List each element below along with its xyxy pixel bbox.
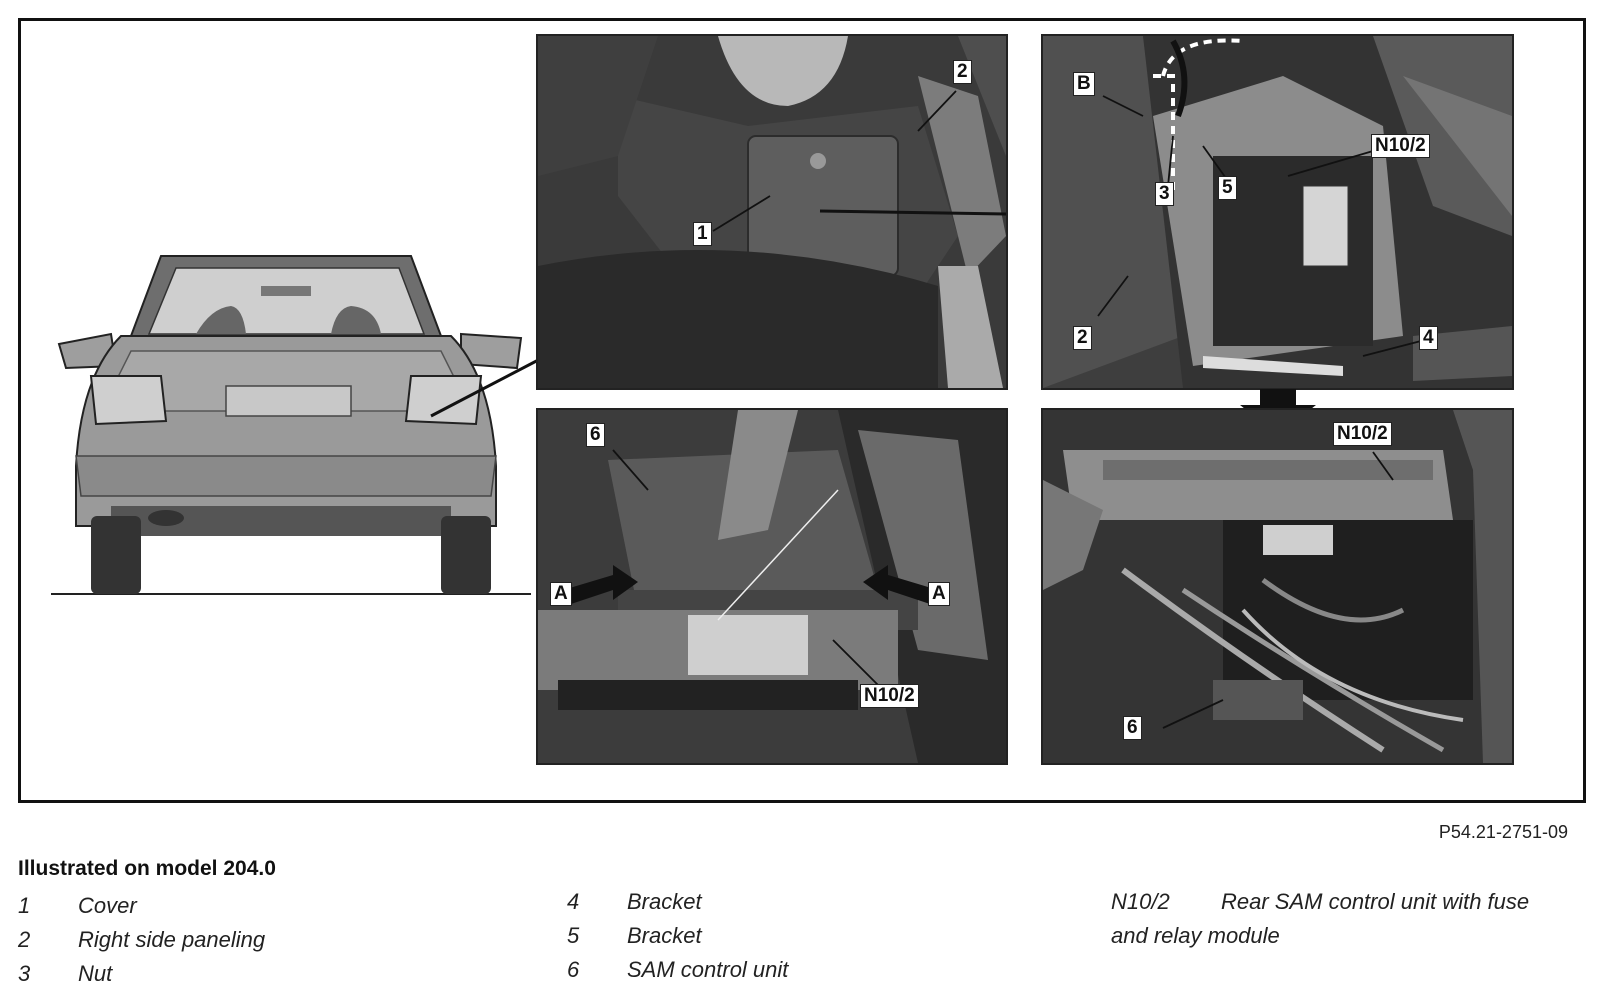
legend-item: 1 Cover bbox=[18, 889, 265, 923]
legend-text: Right side paneling bbox=[78, 927, 266, 952]
photo-trunk-cover: 1 2 bbox=[536, 34, 1008, 390]
figure-frame: 1 2 B N10/2 3 5 2 4 bbox=[18, 18, 1586, 803]
legend-text: Nut bbox=[78, 961, 113, 986]
legend-item: 4 Bracket bbox=[567, 885, 788, 919]
figure-code: P54.21-2751-09 bbox=[1438, 822, 1568, 842]
legend-text: Cover bbox=[78, 893, 137, 918]
callout-3: 3 bbox=[1155, 182, 1174, 206]
legend-text: SAM control unit bbox=[627, 957, 789, 982]
callout-2: 2 bbox=[953, 60, 972, 84]
callout-1: 1 bbox=[693, 222, 712, 246]
callout-5: 5 bbox=[1218, 176, 1237, 200]
callout-B: B bbox=[1073, 72, 1095, 96]
legend-number: 5 bbox=[567, 923, 580, 948]
legend-item: 6 SAM control unit bbox=[567, 953, 788, 987]
legend-item: N10/2 Rear SAM control unit with fuse bbox=[1111, 885, 1529, 919]
callout-A-left: A bbox=[550, 582, 572, 606]
legend-column-1: 1 Cover 2 Right side paneling 3 Nut bbox=[18, 889, 265, 991]
legend-text: Bracket bbox=[627, 923, 702, 948]
callout-N10-2: N10/2 bbox=[1371, 134, 1430, 158]
callout-N10-2b: N10/2 bbox=[860, 684, 919, 708]
legend-number: 1 bbox=[18, 893, 31, 918]
photo-sam-control-unit: 6 A A N10/2 bbox=[536, 408, 1008, 765]
photo-fuse-relay-module: N10/2 6 bbox=[1041, 408, 1514, 765]
legend-number: 2 bbox=[18, 927, 31, 952]
legend-text: Rear SAM control unit with fuse bbox=[1221, 889, 1530, 914]
legend-column-3: N10/2 Rear SAM control unit with fuse and… bbox=[1111, 885, 1529, 953]
legend-item: 2 Right side paneling bbox=[18, 923, 265, 957]
legend-text-continuation: and relay module bbox=[1111, 923, 1280, 948]
callout-A-right: A bbox=[928, 582, 950, 606]
legend-number: N10/2 bbox=[1111, 889, 1170, 914]
legend-number: 4 bbox=[567, 889, 580, 914]
callout-6b: 6 bbox=[1123, 716, 1142, 740]
legend-number: 6 bbox=[567, 957, 580, 982]
callout-4: 4 bbox=[1419, 326, 1438, 350]
legend-text: Bracket bbox=[627, 889, 702, 914]
callout-2b: 2 bbox=[1073, 326, 1092, 350]
car-rear-illustration bbox=[31, 226, 551, 606]
photo-sam-module-overview: B N10/2 3 5 2 4 bbox=[1041, 34, 1514, 390]
callout-6: 6 bbox=[586, 423, 605, 447]
callout-N10-2c: N10/2 bbox=[1333, 422, 1392, 446]
legend-item: 5 Bracket bbox=[567, 919, 788, 953]
legend-title: Illustrated on model 204.0 bbox=[18, 857, 276, 880]
legend-item: 3 Nut bbox=[18, 957, 265, 991]
legend-number: 3 bbox=[18, 961, 31, 986]
